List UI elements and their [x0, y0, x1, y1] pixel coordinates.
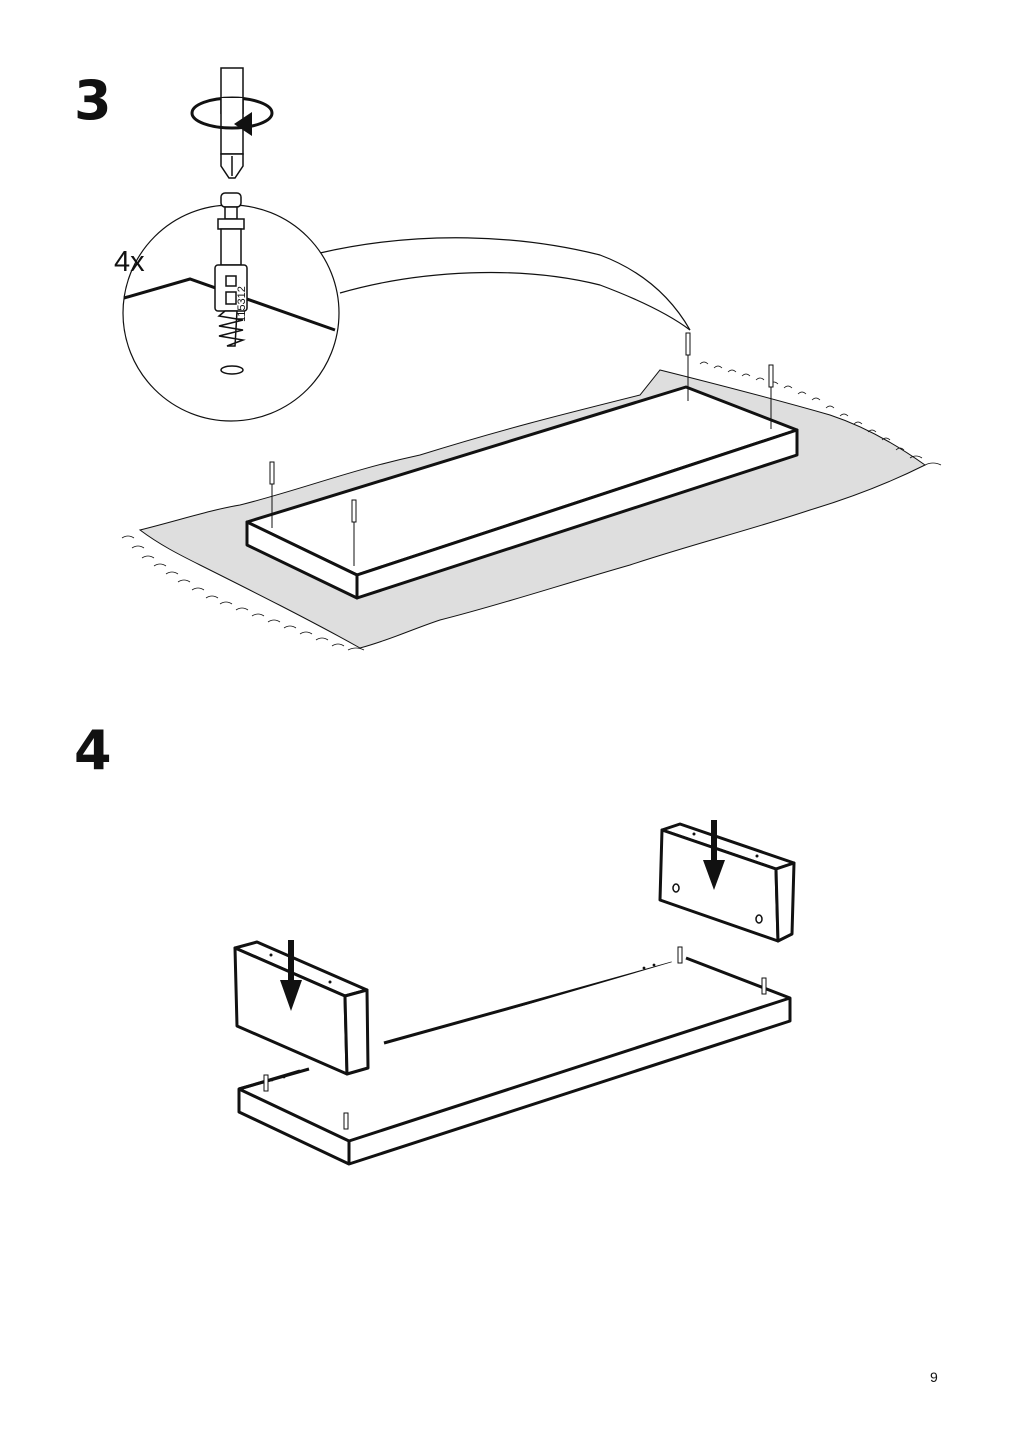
- down-arrow-icon: [703, 820, 725, 890]
- rotate-arrow-icon: [190, 96, 274, 136]
- quantity-label: 4x: [114, 246, 145, 278]
- cam-dowel-detail: [214, 192, 248, 375]
- step-4-number: 4: [74, 719, 112, 782]
- bottom-board: [237, 956, 792, 1166]
- dowel-pin: [768, 364, 774, 429]
- step-3-number: 3: [74, 69, 112, 132]
- left-side-panel: [233, 940, 370, 1076]
- part-number-label: 115312: [236, 286, 248, 322]
- dowel-pin: [685, 332, 691, 401]
- step-3-illustration: [121, 67, 942, 651]
- board-panel: [245, 385, 799, 600]
- dowel-pins: [263, 946, 767, 1130]
- right-side-panel: [658, 822, 796, 943]
- down-arrow-icon: [280, 940, 302, 1011]
- detail-callout: [122, 192, 691, 422]
- dowel-pin: [269, 461, 275, 528]
- cam-dowel-pins: [269, 332, 774, 566]
- dowel-pin: [351, 499, 357, 566]
- page-number: 9: [930, 1369, 938, 1385]
